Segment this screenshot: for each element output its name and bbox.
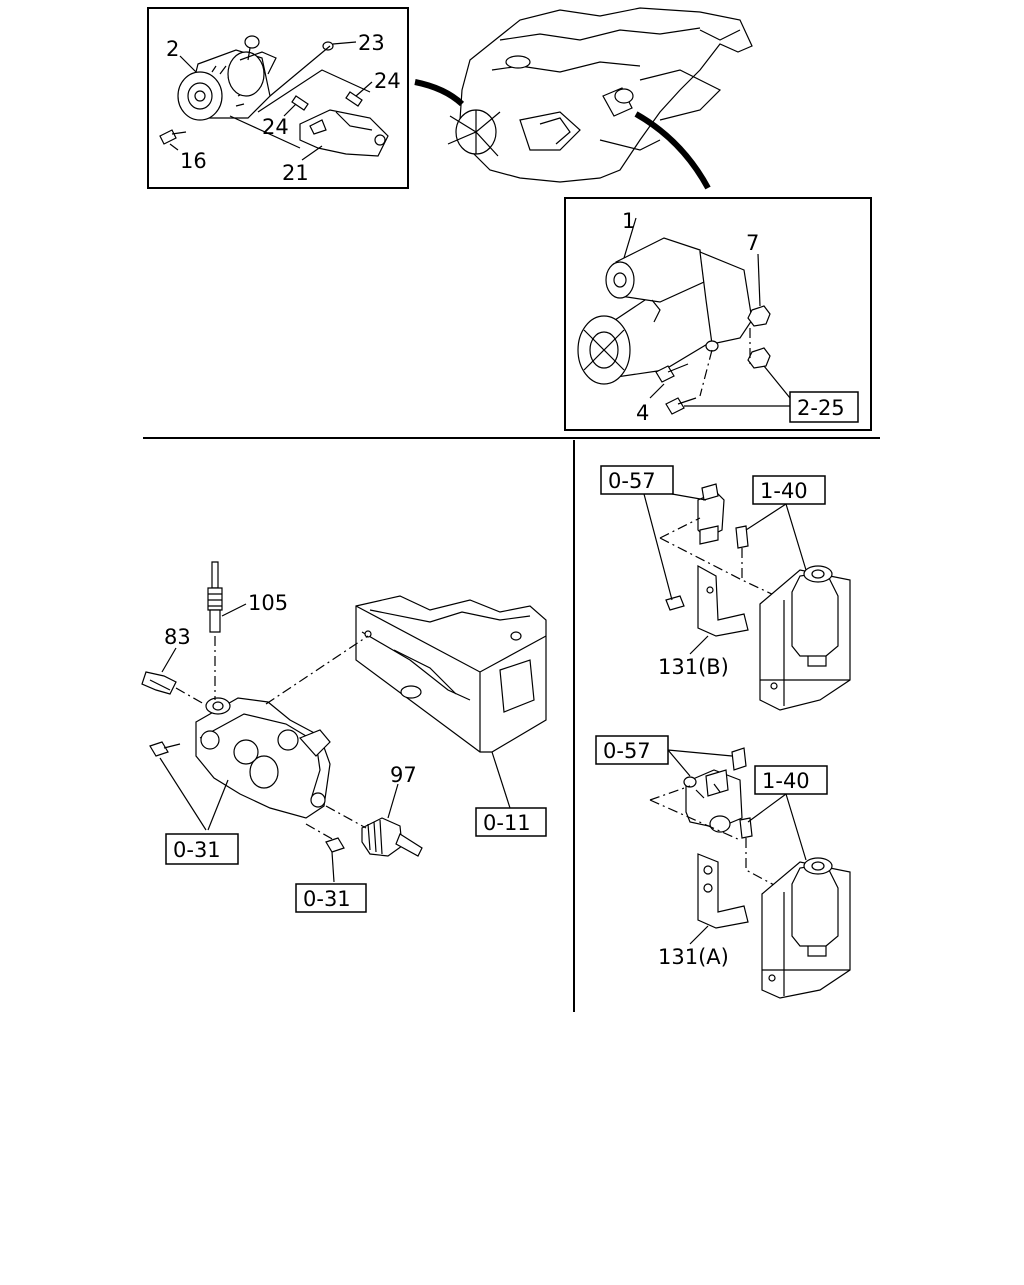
injection-pump-lower: [761, 857, 851, 999]
sensor-97: 97: [325, 763, 423, 857]
bolt-0-31-bottom: [305, 823, 345, 883]
ref-0-11: 0-11: [475, 807, 547, 837]
solenoid-valve-lower: [649, 769, 743, 841]
svg-text:0-31: 0-31: [303, 887, 351, 911]
bolt-0-57-bottom: [731, 747, 747, 771]
svg-text:0-57: 0-57: [603, 739, 651, 763]
bolt-1-40-bottom: [739, 817, 753, 839]
bracket-21: 21: [282, 109, 389, 185]
svg-text:0-31: 0-31: [173, 838, 221, 862]
callout-83: 83: [164, 625, 191, 649]
svg-text:1-40: 1-40: [760, 479, 808, 503]
callout-16: 16: [180, 149, 207, 173]
svg-text:0-11: 0-11: [483, 811, 531, 835]
callout-24-lower: 24: [262, 115, 289, 139]
thermostat-housing: [195, 697, 331, 819]
ref-1-40-bottom: 1-40: [754, 765, 828, 795]
nut-lower: [747, 347, 771, 369]
glow-plug-105: 105: [207, 561, 288, 700]
nut-7: 7: [746, 231, 771, 327]
bolt-0-57-top: [665, 595, 685, 611]
svg-text:1-40: 1-40: [762, 769, 810, 793]
callout-105: 105: [248, 591, 288, 615]
bolt-24-upper: 24: [345, 69, 401, 107]
ref-2-25: 2-25: [789, 391, 859, 423]
bolt-24-lower: 24: [262, 95, 309, 139]
bolt-0-31-left: [149, 741, 229, 831]
alternator: [177, 35, 277, 121]
svg-text:2-25: 2-25: [797, 396, 845, 420]
svg-text:0-57: 0-57: [608, 469, 656, 493]
alternator-detail-frame: [147, 7, 409, 189]
callout-1: 1: [622, 209, 635, 233]
solenoid-valve-upper: [659, 483, 743, 581]
cylinder-head: [355, 595, 547, 753]
ref-0-57-top: 0-57: [600, 465, 674, 495]
callout-2: 2: [166, 37, 179, 61]
bolt-1-40-top: [735, 525, 749, 549]
engine-overview: [447, 7, 753, 183]
bracket-131-b: 131(B): [658, 564, 749, 679]
callout-97: 97: [390, 763, 417, 787]
starter-motor: [577, 237, 753, 385]
callout-23: 23: [358, 31, 385, 55]
ref-0-31-left: 0-31: [165, 833, 239, 865]
pointer-arc-alternator: [414, 79, 465, 107]
starter-detail-frame: [564, 197, 872, 431]
bracket-131-a: 131(A): [658, 853, 749, 969]
bolt-16: 16: [159, 129, 207, 173]
bolt-4: 4: [636, 363, 697, 425]
callout-131-b: 131(B): [658, 655, 729, 679]
nut-23: 23: [322, 31, 385, 55]
callout-24-upper: 24: [374, 69, 401, 93]
ref-0-57-bottom: 0-57: [595, 735, 669, 765]
callout-21: 21: [282, 161, 309, 185]
sensor-83: 83: [141, 625, 205, 705]
ref-1-40-top: 1-40: [752, 475, 826, 505]
injection-pump-upper: [759, 565, 851, 711]
callout-4: 4: [636, 401, 649, 425]
callout-7: 7: [746, 231, 759, 255]
ref-0-31-bottom: 0-31: [295, 883, 367, 913]
pointer-arc-starter: [634, 111, 711, 190]
callout-131-a: 131(A): [658, 945, 729, 969]
